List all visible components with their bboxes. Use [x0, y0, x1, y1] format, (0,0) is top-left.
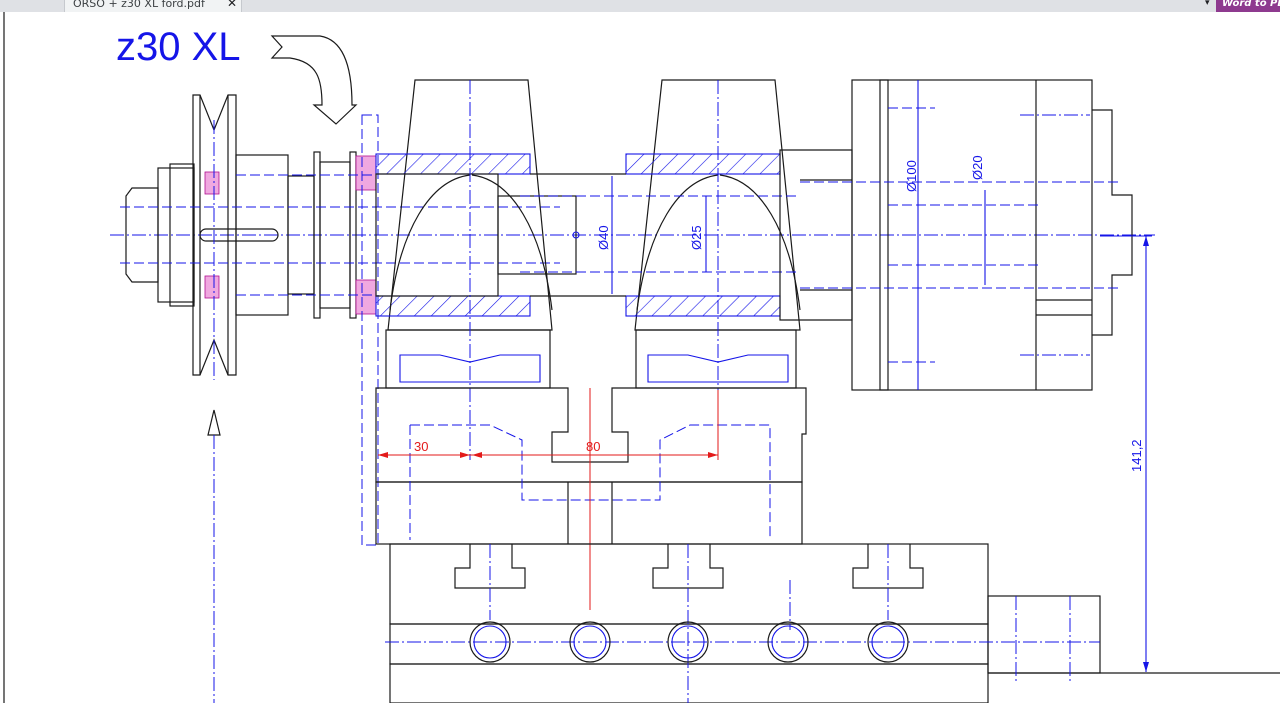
- bearing-block-right: [625, 79, 801, 460]
- dimension-141-2: 141,2: [1100, 235, 1152, 672]
- slide-base: [375, 387, 807, 610]
- dim-d40-label: Ø40: [596, 225, 611, 250]
- chuck: [800, 79, 1133, 391]
- table-slide: [385, 543, 1280, 703]
- dim-80-label: 80: [586, 439, 600, 454]
- dim-141-label: 141,2: [1129, 439, 1144, 472]
- technical-drawing: z30 XL: [3, 12, 1280, 703]
- browser-tab-bar: ORSO + z30 XL ford.pdf ✕ ▾ Word to PDF: [0, 0, 1280, 12]
- bearing-block-left: [375, 79, 553, 460]
- tab-title: ORSO + z30 XL ford.pdf: [73, 0, 205, 10]
- curved-arrow: [270, 35, 358, 125]
- dimension-80: 80: [470, 390, 719, 460]
- drawing-title: z30 XL: [116, 25, 241, 69]
- dim-d100-label: Ø100: [904, 160, 919, 192]
- dimension-30: 30: [378, 439, 470, 458]
- pdf-page: z30 XL: [0, 12, 1280, 703]
- feed-arrow: [207, 409, 221, 703]
- main-shaft: [497, 149, 853, 321]
- dim-d20-label: Ø20: [970, 155, 985, 180]
- word-to-pdf-extension-button[interactable]: Word to PDF: [1216, 0, 1280, 12]
- pdf-tab[interactable]: ORSO + z30 XL ford.pdf ✕: [64, 0, 242, 12]
- dim-d25-label: Ø25: [689, 225, 704, 250]
- dim-30-label: 30: [414, 439, 428, 454]
- close-icon[interactable]: ✕: [227, 0, 238, 10]
- chevron-down-icon[interactable]: ▾: [1205, 0, 1210, 7]
